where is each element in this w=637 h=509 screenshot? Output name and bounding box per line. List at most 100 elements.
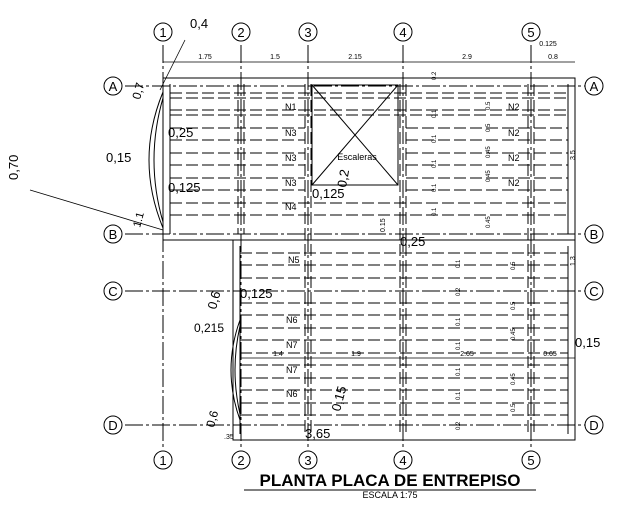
mid-dimensions: 1.4 1.9 2.65 0.65 [273,351,557,358]
rib-value: 0.1 [432,207,438,216]
bottom-dimensions: .35 3,65 0,15 [224,384,349,441]
axis-label-2-bottom: 2 [237,453,244,468]
dim-bottom-2: 3,65 [305,426,330,441]
axis-bubbles-top [153,22,541,42]
joist-label: N2 [508,128,520,138]
axis-label-d-right: D [589,418,598,433]
dim-left-5: 0,125 [168,180,201,195]
vertical-grid-axes [162,45,532,450]
dim-center-2: 0,2 [334,168,352,188]
axis-label-a-left: A [109,79,118,94]
right-dimensions: 3.5 1.3 0,15 [570,150,600,350]
rib-value: 0.1 [432,183,438,192]
rib-value: 0.5 [486,101,492,110]
axis-label-b-right: B [590,227,599,242]
horizontal-grid-axes [125,85,595,426]
axis-bubbles-bottom [153,450,541,470]
rib-value: 0.5 [511,403,517,412]
dim-center-5: 0,25 [400,234,425,249]
joist-labels: N1 N3 N3 N3 N4 N5 N6 N7 N7 N6 N2 N2 N2 N… [285,102,520,399]
rib-value: 0.1 [456,391,462,400]
rib-value: 0.2 [432,71,438,80]
dim-left-8: 0,215 [194,321,224,335]
dim-mid-4: 0.65 [543,351,557,358]
dim-left-4: 0,25 [168,125,193,140]
axis-letter-labels: A B C D A B C D [108,79,598,433]
axis-label-5-top: 5 [527,25,534,40]
stair-opening [311,84,399,186]
rib-value: 0.1 [456,341,462,350]
dim-left-3: 0,15 [106,150,131,165]
dim-left-7: 0,6 [204,289,223,310]
stair-label: Escaleras [337,152,377,162]
dim-top-1: 1.75 [198,54,212,61]
dim-top-4: 2.9 [462,54,472,61]
axis-label-4-top: 4 [399,25,406,40]
plan-title: PLANTA PLACA DE ENTREPISO [260,471,521,490]
axis-label-a-right: A [590,79,599,94]
joist-lines-lower [240,252,568,416]
dim-left-9: 0,6 [203,409,221,429]
dim-left-1: 0,70 [6,155,21,180]
axis-bubbles-side [103,76,604,435]
joist-label: N7 [286,340,298,350]
rib-value: 0.1 [456,317,462,326]
axis-label-1-bottom: 1 [159,453,166,468]
joist-label: N2 [508,102,520,112]
rib-values: 0.1 0.1 0.1 0.1 0.1 0.5 0.5 0.45 0.45 0.… [432,71,517,430]
joist-label: N1 [285,102,297,112]
dim-top-5: 0.8 [548,54,558,61]
rib-value: 0.1 [456,367,462,376]
joist-label: N2 [508,153,520,163]
axis-label-2-top: 2 [237,25,244,40]
dim-center-3: 0,125 [240,286,273,301]
rib-value: 0.2 [456,287,462,296]
joist-label: N4 [285,202,297,212]
plan-scale: ESCALA 1:75 [362,490,417,500]
joist-label: N6 [286,315,298,325]
rib-value: 0.1 [432,109,438,118]
dim-bottom-3: 0,15 [328,384,349,412]
top-dimensions: 1.75 1.5 2.15 2.9 0.8 0.125 [198,41,558,61]
joist-label: N5 [288,255,300,265]
rib-value: 0.45 [486,170,492,182]
axis-label-b-left: B [109,227,118,242]
left-dimensions: 0,70 0,7 0,15 0,25 0,125 1.1 0,6 0,215 0… [6,81,224,429]
dim-center-1: 0,125 [312,186,345,201]
rib-value: 0.45 [486,216,492,228]
joist-label: N3 [285,128,297,138]
dim-mid-3: 2.65 [460,351,474,358]
axis-label-1-top: 1 [159,25,166,40]
rib-value: 0.5 [511,261,517,270]
axis-label-4-bottom: 4 [399,453,406,468]
rib-value: 0.45 [511,328,517,340]
rib-value: 0.5 [511,301,517,310]
dim-bottom-1: .35 [224,434,234,441]
dim-mid-1: 1.4 [273,351,283,358]
dim-left-2: 0,7 [129,81,147,101]
rib-value: 0.1 [456,259,462,268]
axis-number-labels: 1 2 3 4 5 1 2 3 4 5 [159,25,534,468]
joist-label: N2 [508,178,520,188]
rib-value: 0.1 [432,159,438,168]
axis-label-3-top: 3 [304,25,311,40]
axis-label-c-right: C [589,284,598,299]
rib-value: 0.2 [456,421,462,430]
dim-top-2: 1.5 [270,54,280,61]
dim-top-3: 2.15 [348,54,362,61]
dim-left-6: 1.1 [131,211,147,229]
rib-value: 0.5 [486,123,492,132]
axis-label-3-bottom: 3 [304,453,311,468]
axis-label-d-left: D [108,418,117,433]
axis-label-5-bottom: 5 [527,453,534,468]
dim-top-extra-1: 0,4 [190,16,208,31]
joist-label: N3 [285,178,297,188]
dim-right-3: 0,15 [575,335,600,350]
rib-value: 0.45 [511,373,517,385]
joist-label: N6 [286,389,298,399]
axis-label-c-left: C [108,284,117,299]
balcony-arcs [148,91,241,421]
vertical-beams [237,84,535,434]
joist-label: N3 [285,153,297,163]
dimension-lines [29,39,575,441]
